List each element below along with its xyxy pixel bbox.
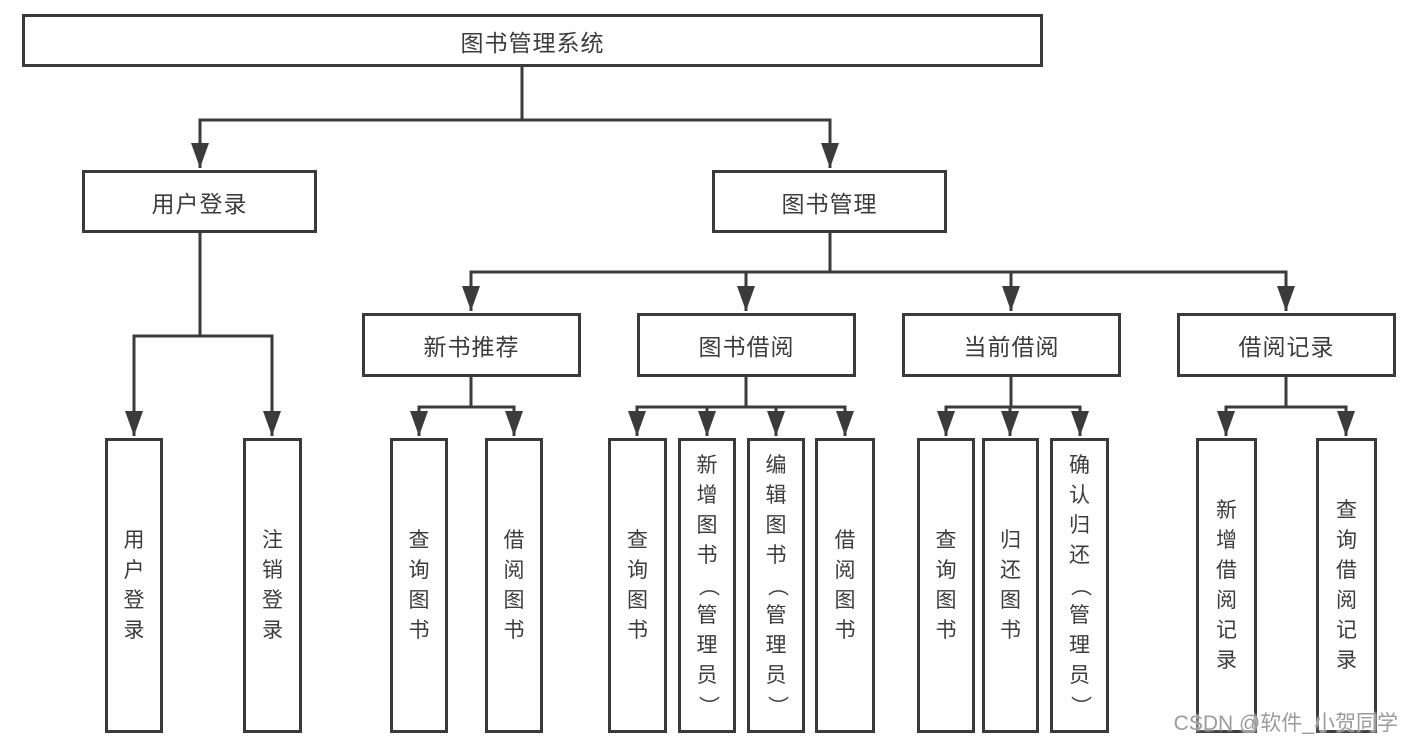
leaf-query-borrow-record: 查询借阅记录: [1316, 438, 1377, 733]
node-borrow-records: 借阅记录: [1177, 313, 1396, 377]
watermark: CSDN @软件_小贺同学: [1173, 712, 1398, 735]
leaf-add-book-admin: 新增图书（管理员）: [678, 438, 736, 733]
leaf-confirm-return-admin: 确认归还（管理员）: [1050, 438, 1109, 733]
node-current-borrow: 当前借阅: [902, 313, 1121, 377]
node-library-system: 图书管理系统: [22, 14, 1043, 67]
connector-book-borrow: [628, 377, 854, 436]
connector-book-management: [462, 233, 1295, 311]
connector-current-borrow: [937, 377, 1089, 436]
connector-new-book-recommend: [410, 377, 523, 436]
leaf-query-books-recommend: 查询图书: [390, 438, 448, 733]
leaf-borrow-books: 借阅图书: [815, 438, 875, 733]
leaf-query-books-borrow: 查询图书: [608, 438, 667, 733]
leaf-add-borrow-record: 新增借阅记录: [1196, 438, 1257, 733]
leaf-edit-book-admin: 编辑图书（管理员）: [747, 438, 805, 733]
connector-user-login: [125, 233, 281, 436]
node-new-book-recommend: 新书推荐: [362, 313, 581, 377]
leaf-borrow-books-recommend: 借阅图书: [485, 438, 543, 733]
leaf-user-login: 用户登录: [105, 438, 163, 733]
node-book-borrow: 图书借阅: [637, 313, 856, 377]
leaf-return-book: 归还图书: [982, 438, 1039, 733]
node-user-login: 用户登录: [82, 170, 317, 233]
connector-borrow-records: [1217, 377, 1355, 436]
connector-root: [191, 67, 839, 168]
leaf-query-books-current: 查询图书: [917, 438, 975, 733]
node-book-management: 图书管理: [712, 170, 947, 233]
leaf-logout: 注销登录: [243, 438, 302, 733]
